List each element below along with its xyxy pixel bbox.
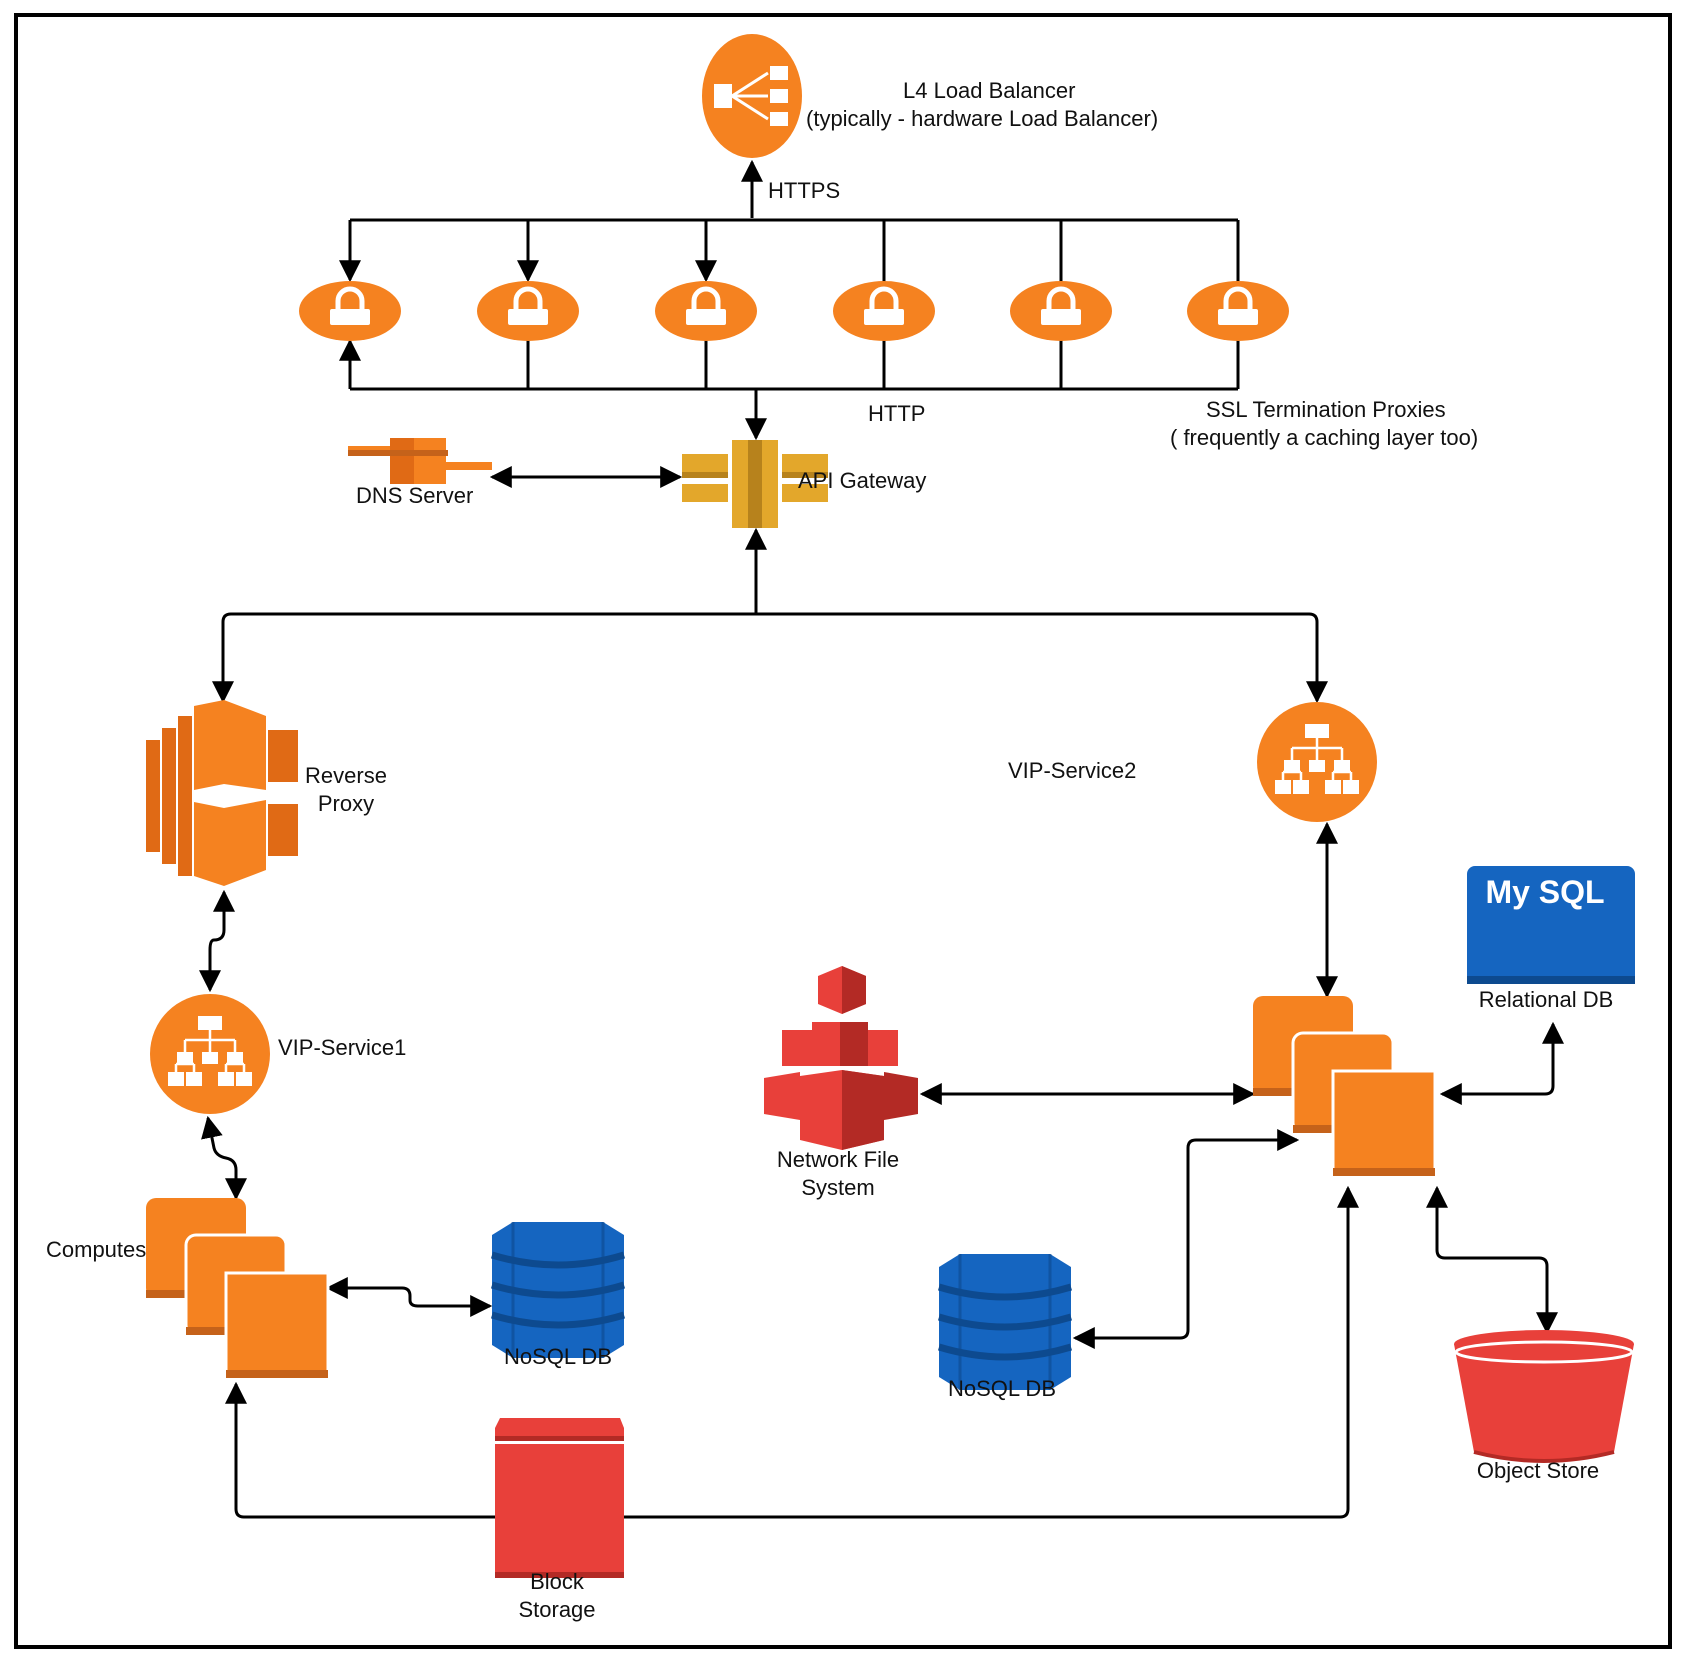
load-balancer-label-line2: (typically - hardware Load Balancer) [806,106,1159,131]
mysql-icon [1467,866,1635,984]
ssl-proxies [299,281,1289,341]
https-label: HTTPS [768,178,841,203]
connector-mysql-computes [1439,1021,1564,1105]
computes-left-icon [144,1196,330,1380]
connectors [199,159,1564,1519]
ssl-proxies-label-line2: ( frequently a caching layer too) [1170,425,1479,450]
object-store-label: Object Store [1476,1458,1600,1483]
connector-computes-objectstore [1426,1185,1558,1335]
load-balancer-icon [702,34,802,158]
block-storage-icon [495,1418,624,1578]
nosql-left-icon [492,1222,624,1358]
network-file-system-icon [764,966,918,1150]
api-gateway-label: API Gateway [798,468,927,493]
ssl-proxies-label-line1: SSL Termination Proxies [1206,397,1446,422]
nosql-right-icon [939,1254,1071,1390]
lock-icon [655,281,757,341]
diagram-frame [14,13,1672,1649]
relational-db-label: Relational DB [1478,987,1614,1012]
network-fs-label-line2: System [801,1175,875,1200]
computes-right-icon [1251,994,1437,1178]
vip-service1-label: VIP-Service1 [278,1035,407,1060]
dns-server-label: DNS Server [356,483,474,508]
reverse-proxy-label-line1: Reverse [305,763,387,788]
vip-service1-icon [150,994,270,1114]
lock-icon [1187,281,1289,341]
vip-service2-icon [1257,702,1377,822]
load-balancer-label-line1: L4 Load Balancer [903,78,1076,103]
lock-icon [477,281,579,341]
nosql-left-label: NoSQL DB [503,1344,613,1369]
mysql-logo-text: My SQL [1485,874,1605,910]
nosql-right-label: NoSQL DB [947,1376,1057,1401]
connector-computes-nosql [325,1277,493,1317]
connector-block-left [225,1381,495,1519]
network-fs-label-line1: Network File [776,1147,900,1172]
reverse-proxy-label-line2: Proxy [317,791,375,816]
dns-server-icon [348,438,492,484]
api-gateway-icon [682,440,828,528]
block-storage-label-line2: Storage [518,1597,596,1622]
lock-icon [299,281,401,341]
connector-proxy-vip1 [199,889,235,993]
http-label: HTTP [868,401,926,426]
bucket-icon [1454,1330,1634,1463]
vip-service2-label: VIP-Service2 [1008,758,1137,783]
connector-vip1-computes [201,1115,247,1201]
reverse-proxy-icon [146,700,298,886]
lock-icon [1010,281,1112,341]
block-storage-label-line1: Block [530,1569,584,1594]
computes-label: Computes [46,1237,147,1262]
connector-block-right [624,1185,1359,1519]
connector-gateway-branch [212,612,1328,704]
lock-icon [833,281,935,341]
connector-nosql-computes [1072,1129,1300,1349]
